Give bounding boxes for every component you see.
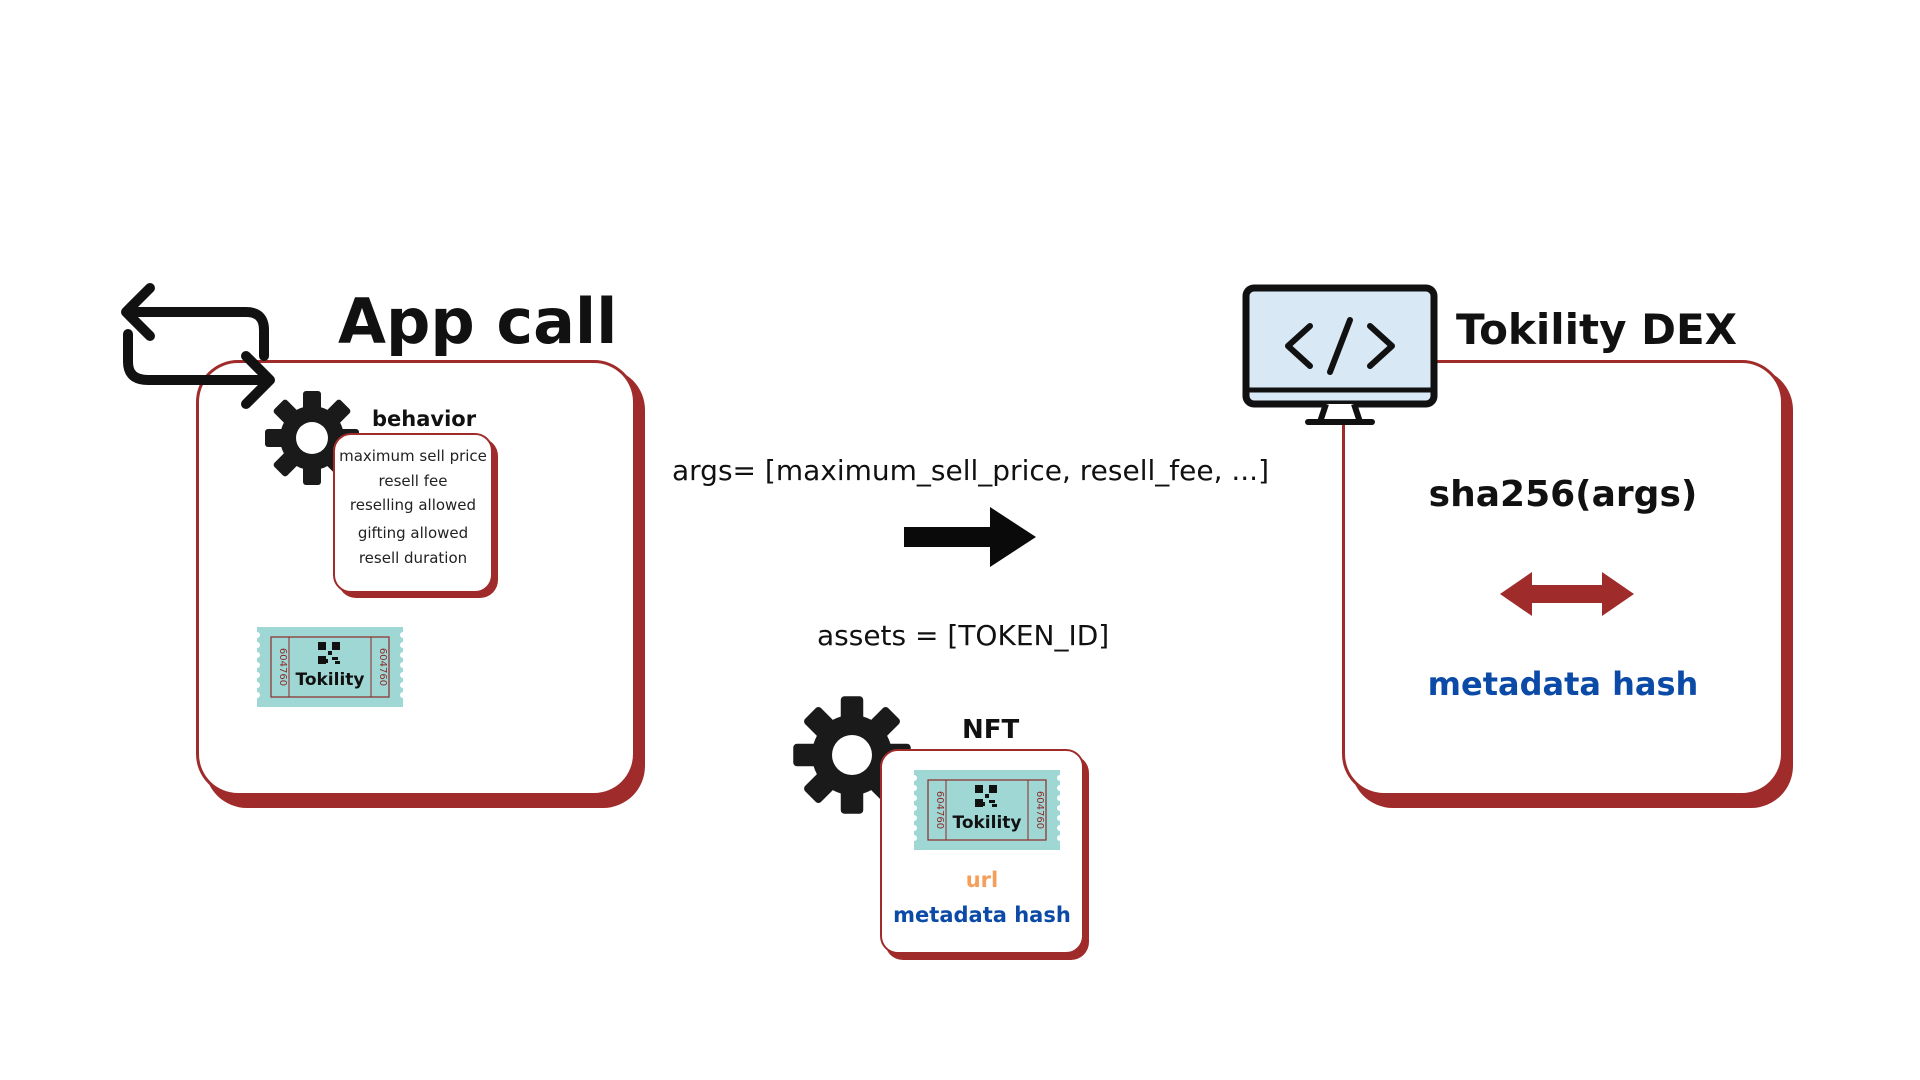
ticket-brand: Tokility <box>295 670 364 690</box>
double-arrow-icon <box>1500 572 1634 616</box>
ticket-icon: 604760 604760 Tokility <box>254 627 406 707</box>
nft-url-label: url <box>965 868 999 892</box>
behavior-item: resell fee <box>378 472 448 490</box>
dex-metadata-hash: metadata hash <box>1427 665 1699 703</box>
args-label: args= [maximum_sell_price, resell_fee, .… <box>672 454 1269 487</box>
ticket-serial-right: 604760 <box>377 648 388 686</box>
gear-icon <box>793 696 911 814</box>
repeat-arrows-icon <box>121 283 275 409</box>
behavior-item: gifting allowed <box>357 524 469 542</box>
behavior-card: maximum sell price resell fee reselling … <box>333 433 493 593</box>
ticket-serial-left: 604760 <box>934 791 945 829</box>
app-call-title: App call <box>338 285 618 358</box>
behavior-item: reselling allowed <box>349 496 477 514</box>
dex-formula: sha256(args) <box>1428 474 1698 515</box>
nft-metadata-hash: metadata hash <box>893 903 1071 927</box>
right-arrow-icon <box>904 507 1036 567</box>
behavior-title: behavior <box>372 407 477 431</box>
nft-title: NFT <box>962 715 1020 745</box>
behavior-item: maximum sell price <box>339 447 487 465</box>
dex-title: Tokility DEX <box>1456 305 1738 354</box>
dex-card <box>1342 360 1784 796</box>
assets-label: assets = [TOKEN_ID] <box>817 619 1110 652</box>
ticket-brand: Tokility <box>952 813 1021 833</box>
ticket-serial-right: 604760 <box>1034 791 1045 829</box>
behavior-item: resell duration <box>358 549 468 567</box>
ticket-serial-left: 604760 <box>277 648 288 686</box>
monitor-code-icon <box>1242 284 1438 425</box>
ticket-icon: 604760 604760 Tokility <box>911 770 1063 850</box>
